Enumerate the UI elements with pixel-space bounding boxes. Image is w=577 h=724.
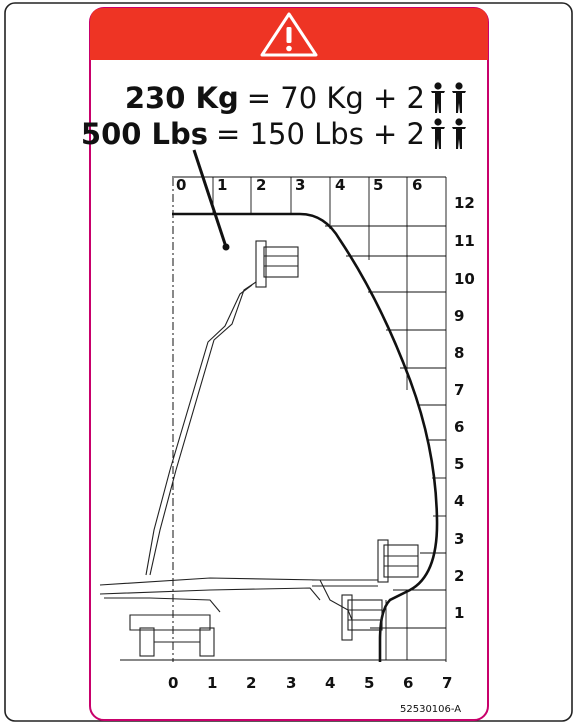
aerial-platform-drawing <box>99 240 419 657</box>
bottom-tick-4: 4 <box>325 674 335 692</box>
top-tick-0: 0 <box>176 176 186 194</box>
right-tick-2: 2 <box>454 567 464 585</box>
two-persons-icon <box>431 82 466 113</box>
top-axis: 0 1 2 3 4 5 6 <box>176 176 422 194</box>
top-tick-3: 3 <box>295 176 305 194</box>
capacity-metric-total: 230 Kg <box>124 80 239 115</box>
capacity-imperial: 500 Lbs = 150 Lbs + 2 <box>81 118 470 150</box>
right-tick-3: 3 <box>454 530 464 548</box>
warning-triangle-icon <box>260 12 318 57</box>
capacity-metric: 230 Kg = 70 Kg + 2 <box>125 82 470 114</box>
top-tick-2: 2 <box>256 176 266 194</box>
top-tick-5: 5 <box>373 176 383 194</box>
right-tick-12: 12 <box>454 194 475 212</box>
capacity-imperial-equation: = 150 Lbs + 2 <box>216 116 425 151</box>
capacity-metric-equation: = 70 Kg + 2 <box>246 80 425 115</box>
top-tick-1: 1 <box>217 176 227 194</box>
capacity-leader <box>192 149 228 248</box>
bottom-tick-6: 6 <box>403 674 413 692</box>
bottom-tick-3: 3 <box>286 674 296 692</box>
right-axis: 12 11 10 9 8 7 6 5 4 3 2 1 <box>454 194 475 622</box>
bottom-tick-2: 2 <box>246 674 256 692</box>
right-tick-6: 6 <box>454 418 464 436</box>
capacity-imperial-total: 500 Lbs <box>80 116 209 151</box>
bottom-tick-7: 7 <box>442 674 452 692</box>
right-tick-10: 10 <box>454 270 475 288</box>
bottom-axis: 0 1 2 3 4 5 6 7 <box>168 674 452 692</box>
two-persons-icon <box>431 118 466 149</box>
right-tick-7: 7 <box>454 381 464 399</box>
bottom-tick-1: 1 <box>207 674 217 692</box>
bottom-tick-5: 5 <box>364 674 374 692</box>
right-tick-5: 5 <box>454 455 464 473</box>
grid <box>120 176 447 662</box>
right-tick-1: 1 <box>454 604 464 622</box>
bottom-tick-0: 0 <box>168 674 178 692</box>
top-tick-4: 4 <box>335 176 345 194</box>
right-tick-9: 9 <box>454 307 464 325</box>
top-tick-6: 6 <box>412 176 422 194</box>
right-tick-11: 11 <box>454 232 475 250</box>
right-tick-8: 8 <box>454 344 464 362</box>
right-tick-4: 4 <box>454 492 464 510</box>
part-number: 52530106-A <box>400 704 462 715</box>
working-envelope-curve <box>172 212 439 662</box>
